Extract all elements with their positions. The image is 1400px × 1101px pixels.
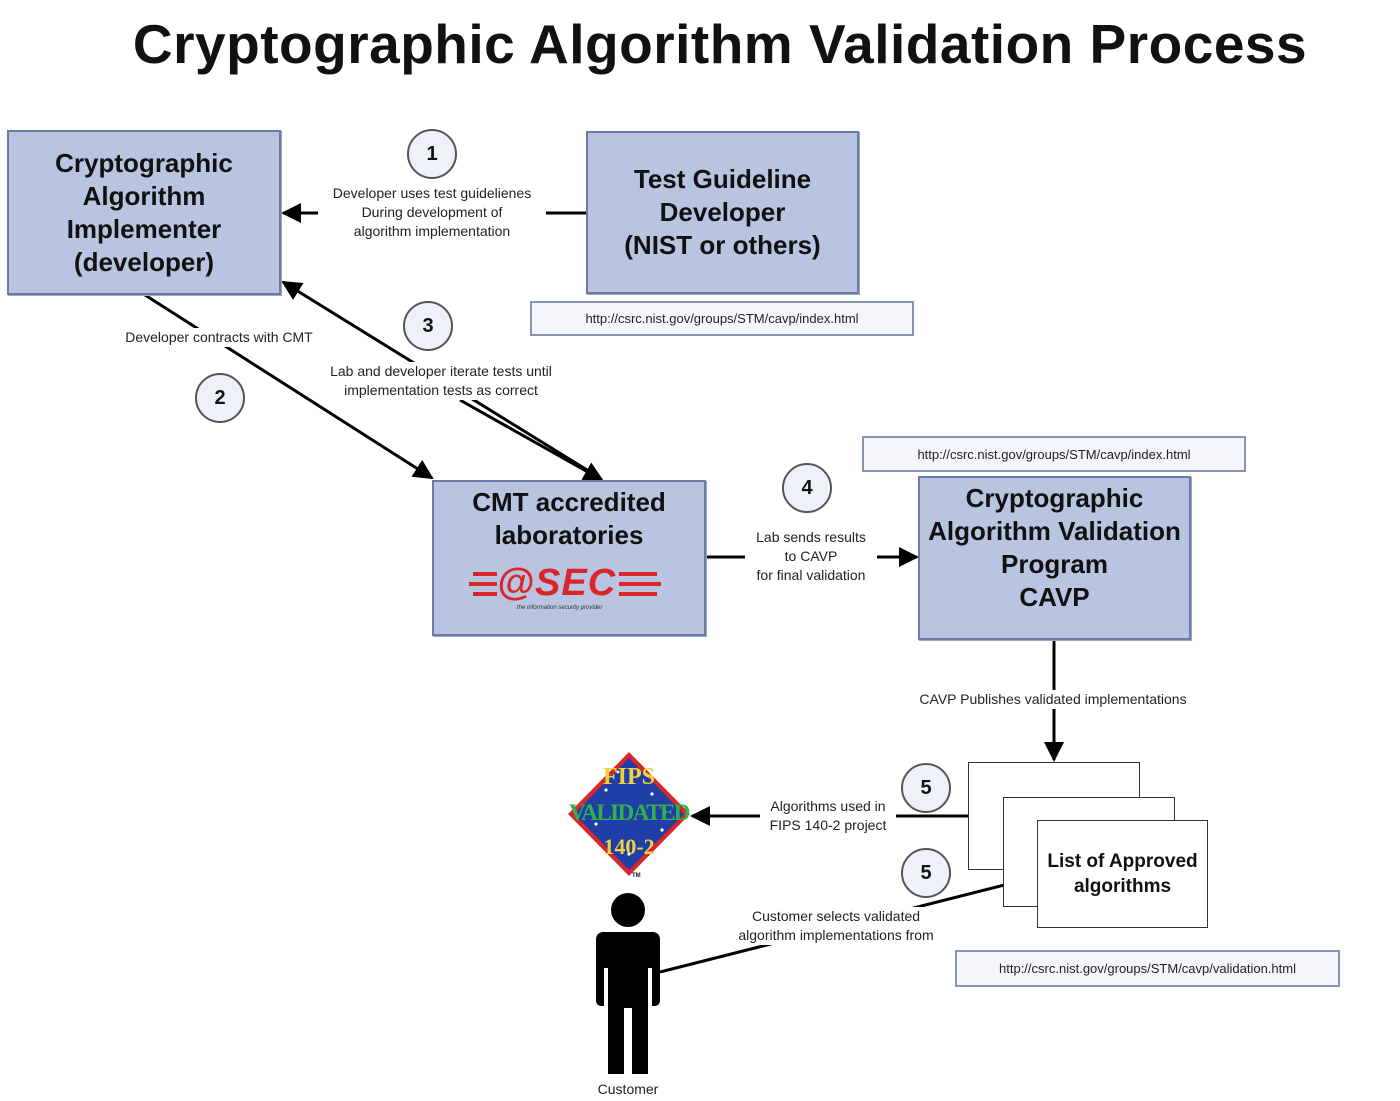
fips-badge-line2: VALIDATED bbox=[569, 800, 690, 825]
cavp-line-2: Algorithm Validation bbox=[928, 516, 1181, 546]
implementer-line-4: (developer) bbox=[73, 246, 215, 277]
fips-badge-line1: FIPS bbox=[602, 764, 655, 790]
cavp-line-4: CAVP bbox=[1019, 582, 1090, 612]
step-4-circle: 4 bbox=[782, 463, 832, 513]
step4-note-line-2: to CAVP bbox=[784, 548, 838, 564]
validation-url[interactable]: http://csrc.nist.gov/groups/STM/cavp/val… bbox=[955, 950, 1340, 987]
step3-note: Lab and developer iterate tests until im… bbox=[315, 362, 567, 400]
fips-badge-tm: TM bbox=[632, 873, 641, 879]
fips-badge: FIPS VALIDATED 140-2 TM bbox=[566, 750, 692, 884]
step2-note: Developer contracts with CMT bbox=[112, 328, 326, 347]
step5a-note-line-2: FIPS 140-2 project bbox=[769, 817, 887, 833]
cmt-labs-line-2: laboratories bbox=[494, 520, 644, 550]
arrow-step3-return bbox=[459, 398, 604, 482]
asec-logo-text: @SEC bbox=[497, 562, 617, 604]
test-guideline-line-1: Test Guideline bbox=[633, 164, 812, 194]
step-5b-circle: 5 bbox=[901, 848, 951, 898]
implementer-line-1: Cryptographic bbox=[55, 147, 233, 178]
step1-note-line-2: During development of bbox=[361, 204, 503, 220]
approved-list-label: List of Approved algorithms bbox=[1037, 849, 1208, 899]
step1-note-line-3: algorithm implementation bbox=[353, 223, 511, 239]
step3-note-line-2: implementation tests as correct bbox=[344, 382, 538, 398]
implementer-line-2: Algorithm bbox=[82, 180, 206, 211]
cavp-url-text: http://csrc.nist.gov/groups/STM/cavp/ind… bbox=[917, 446, 1191, 462]
fips-badge-diamond-icon bbox=[568, 752, 690, 876]
approved-list-line-2: algorithms bbox=[1073, 876, 1172, 897]
cmt-labs-line-1: CMT accredited bbox=[472, 487, 666, 517]
publish-note: CAVP Publishes validated implementations bbox=[900, 690, 1206, 709]
step-3-circle: 3 bbox=[403, 301, 453, 351]
step5b-note: Customer selects validated algorithm imp… bbox=[724, 907, 948, 945]
fips-badge-line3: 140-2 bbox=[603, 834, 655, 859]
asec-logo: @SEC the information security provider bbox=[469, 560, 669, 620]
customer-person-icon bbox=[596, 893, 660, 1074]
arrow-step2 bbox=[144, 293, 434, 480]
validation-url-text: http://csrc.nist.gov/groups/STM/cavp/val… bbox=[999, 961, 1296, 976]
step1-note-line-1: Developer uses test guidelienes bbox=[332, 185, 532, 201]
step2-note-line-1: Developer contracts with CMT bbox=[125, 329, 313, 345]
cavp-url[interactable]: http://csrc.nist.gov/groups/STM/cavp/ind… bbox=[862, 436, 1246, 472]
step3-note-line-1: Lab and developer iterate tests until bbox=[330, 363, 552, 379]
implementer-line-3: Implementer bbox=[66, 213, 222, 244]
step5b-note-line-2: algorithm implementations from bbox=[738, 927, 934, 943]
cavp-box: Cryptographic Algorithm Validation Progr… bbox=[918, 476, 1191, 640]
customer-label: Customer bbox=[580, 1080, 676, 1099]
test-guideline-url[interactable]: http://csrc.nist.gov/groups/STM/cavp/ind… bbox=[530, 301, 914, 336]
step4-note-line-1: Lab sends results bbox=[756, 529, 866, 545]
asec-logo-tagline: the information security provider bbox=[517, 605, 603, 611]
cmt-labs-box: CMT accredited laboratories @SEC the inf… bbox=[432, 480, 706, 636]
test-guideline-url-text: http://csrc.nist.gov/groups/STM/cavp/ind… bbox=[585, 311, 859, 326]
page-title: Cryptographic Algorithm Validation Proce… bbox=[132, 13, 1308, 75]
step4-note: Lab sends results to CAVP for final vali… bbox=[745, 528, 877, 585]
step-5a-circle: 5 bbox=[901, 763, 951, 813]
approved-list-line-1: List of Approved bbox=[1047, 851, 1198, 872]
test-guideline-box: Test Guideline Developer (NIST or others… bbox=[586, 131, 859, 294]
publish-note-line-1: CAVP Publishes validated implementations bbox=[919, 691, 1187, 707]
step5b-note-line-1: Customer selects validated bbox=[751, 908, 921, 924]
cavp-line-3: Program bbox=[1001, 549, 1108, 579]
test-guideline-line-3: (NIST or others) bbox=[624, 230, 821, 260]
step-2-circle: 2 bbox=[195, 373, 245, 423]
asec-logo-stripes-icon bbox=[469, 572, 661, 596]
step-1-circle: 1 bbox=[407, 129, 457, 179]
step4-note-line-3: for final validation bbox=[756, 567, 866, 583]
document-page-front[interactable] bbox=[1037, 820, 1208, 928]
test-guideline-line-2: Developer bbox=[659, 197, 786, 227]
step5a-note: Algorithms used in FIPS 140-2 project bbox=[760, 797, 896, 835]
cavp-line-1: Cryptographic bbox=[965, 483, 1144, 513]
step5a-note-line-1: Algorithms used in bbox=[770, 798, 886, 814]
implementer-box: Cryptographic Algorithm Implementer (dev… bbox=[7, 130, 281, 295]
step1-note: Developer uses test guidelienes During d… bbox=[318, 184, 546, 241]
